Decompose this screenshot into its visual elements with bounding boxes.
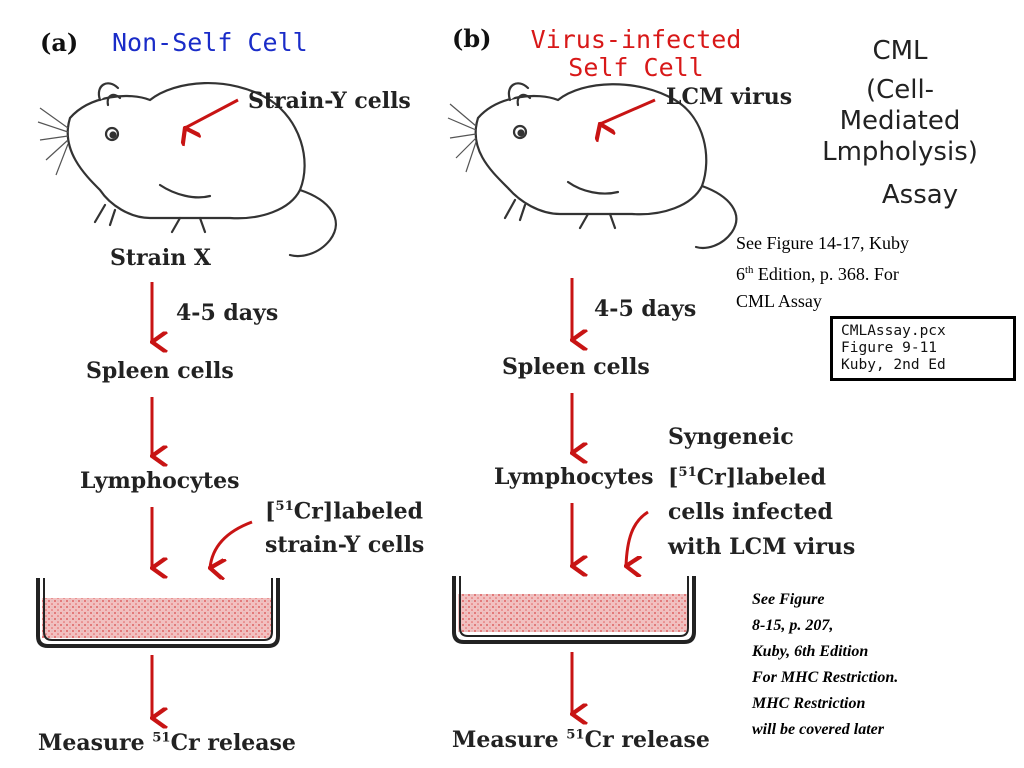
panel-a-measure: Measure 51Cr release <box>38 730 296 756</box>
mouse-b-whiskers <box>447 103 477 173</box>
culture-well-b <box>452 576 696 644</box>
panel-b-title: Virus-infected Self Cell <box>530 25 742 82</box>
mhc-restriction-note: See Figure 8-15, p. 207, Kuby, 6th Editi… <box>752 591 899 738</box>
panel-a-title: Non-Self Cell <box>112 28 308 57</box>
panel-b-step-spleen: Spleen cells <box>502 354 650 380</box>
panel-a-labeled-cells: [51Cr]labeled strain-Y cells <box>265 498 425 559</box>
cml-assay-file-reference: CMLAssay.pcx Figure 9-11 Kuby, 2nd Ed <box>830 316 1016 381</box>
panel-b-mouse-label: LCM virus <box>666 84 793 110</box>
mouse-b-illustration <box>474 82 738 249</box>
panel-b-duration: 4-5 days <box>594 296 697 322</box>
panel-a-mouse-label: Strain-Y cells <box>248 88 411 114</box>
panel-b-measure: Measure 51Cr release <box>452 727 710 753</box>
panel-a-step-lymphocytes: Lymphocytes <box>80 468 240 494</box>
panel-b-labeled-cells: Syngeneic [51Cr]labeled cells infected w… <box>668 424 856 561</box>
cml-heading: CML (Cell- Mediated Lmpholysis) Assay <box>822 36 978 210</box>
panel-a-step-spleen: Spleen cells <box>86 358 234 384</box>
panel-b-step-lymphocytes: Lymphocytes <box>494 464 654 490</box>
culture-well-a <box>36 578 280 648</box>
pointer-arrows <box>185 98 656 568</box>
mouse-a-whiskers <box>37 107 69 176</box>
panel-a-strain: Strain X <box>110 245 211 271</box>
panel-b-letter: (b) <box>452 24 492 53</box>
panel-a-letter: (a) <box>40 28 79 57</box>
mouse-a-illustration <box>66 82 337 258</box>
kuby-cml-note: See Figure 14-17, Kuby 6th Edition, p. 3… <box>736 233 909 311</box>
panel-a-duration: 4-5 days <box>176 300 279 326</box>
